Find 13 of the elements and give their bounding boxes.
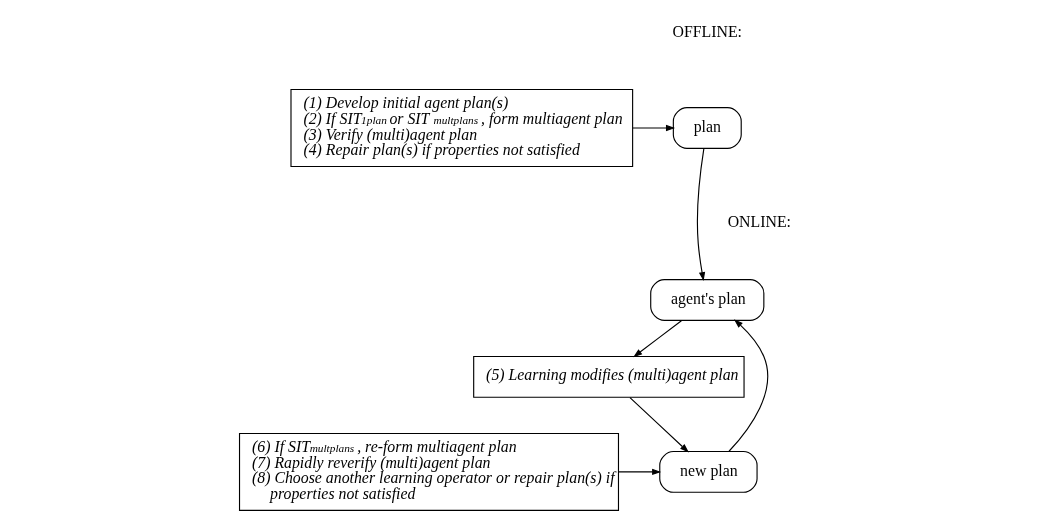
arrow <box>632 124 676 132</box>
node-box: (5) Learning modifies (multi)agent plan <box>473 355 745 398</box>
arrow <box>633 320 682 358</box>
arrow <box>696 148 706 282</box>
node-box: (6) If SITmultplans, re-form multiagent plan (7) Rapidly reverify (multi)agent plan (8) Choose another learning operator or repair plan(s) if properties not satisfied <box>238 432 620 511</box>
arrow <box>618 468 662 476</box>
node-box: agent's plan <box>650 279 765 321</box>
node-box: plan <box>672 107 742 149</box>
node-box: new plan <box>659 450 758 493</box>
label: ONLINE: <box>727 213 791 231</box>
arrow <box>629 397 689 453</box>
label: OFFLINE: <box>672 23 743 41</box>
arrow <box>728 319 769 452</box>
